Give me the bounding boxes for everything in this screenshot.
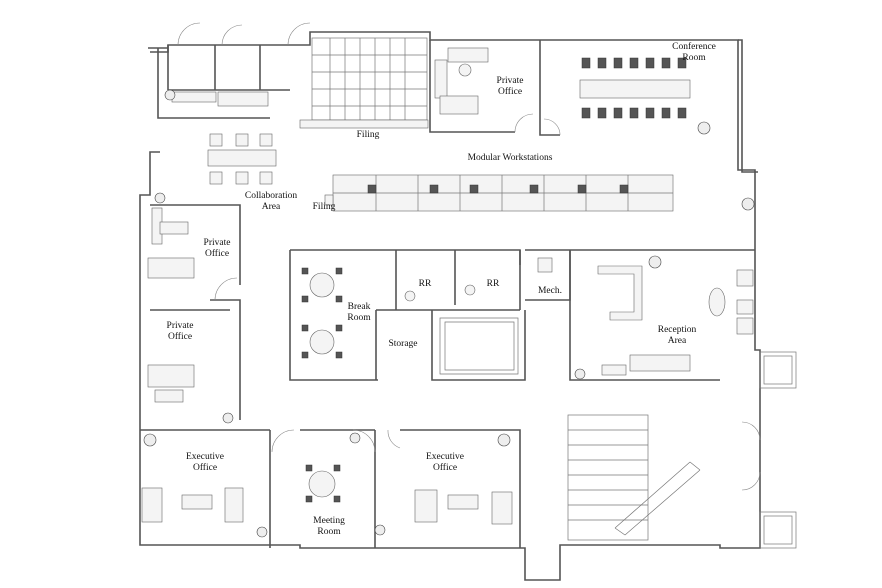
storage-label: Storage: [388, 339, 418, 349]
break-room: [289, 249, 521, 381]
top-left-rooms: [167, 22, 311, 107]
executive-office-left-label: Executive Office: [186, 452, 224, 473]
modular-workstations: [324, 174, 674, 212]
collaboration-furniture: [207, 133, 277, 185]
reception: [569, 249, 755, 381]
stair-bottom: [567, 414, 761, 541]
rr-left-label: RR: [418, 279, 432, 289]
private-office-left2-label: Private Office: [166, 321, 194, 342]
filing-top-label: Filing: [356, 130, 380, 140]
conference-room-label: Conference Room: [672, 42, 716, 63]
stair-top: [299, 37, 429, 129]
plants: [143, 89, 755, 538]
executive-office-right-label: Executive Office: [426, 452, 464, 473]
private-office-top: [429, 40, 560, 136]
bottom-offices: [140, 429, 521, 548]
conference-furniture: [543, 57, 691, 136]
collaboration-area-label: Collaboration Area: [244, 191, 298, 212]
left-offices: [147, 204, 241, 420]
private-office-top-label: Private Office: [496, 76, 524, 97]
mech-label: Mech.: [537, 286, 562, 296]
modular-workstations-label: Modular Workstations: [467, 153, 553, 163]
filing-mid-label: Filing: [312, 202, 336, 212]
break-room-label: Break Room: [347, 302, 371, 323]
reception-area-label: Reception Area: [657, 325, 697, 346]
private-office-left1-label: Private Office: [203, 238, 231, 259]
rr-right-label: RR: [486, 279, 500, 289]
meeting-room-label: Meeting Room: [313, 516, 345, 537]
exterior-walls: [139, 31, 797, 581]
core-rooms: [375, 249, 571, 381]
